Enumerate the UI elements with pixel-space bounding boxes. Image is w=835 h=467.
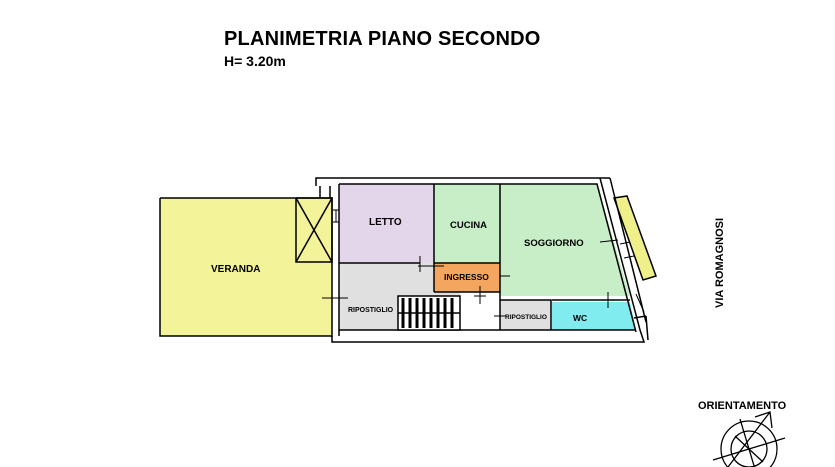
balcony [614,196,656,280]
label-letto: LETTO [369,217,402,228]
label-ripostiglio-1: RIPOSTIGLIO [348,307,394,314]
label-veranda: VERANDA [211,264,260,275]
room-ripostiglio-1 [339,263,460,330]
label-cucina: CUCINA [450,220,487,231]
inner-wall [339,183,637,333]
outer-wall [315,177,646,343]
label-ripostiglio-2: RIPOSTIGLIO [505,314,547,321]
label-soggiorno: SOGGIORNO [524,238,584,249]
room-ingresso [434,263,500,292]
room-letto [339,184,434,263]
room-soggiorno [500,184,630,296]
street-label: VIA ROMAGNOSI [714,218,726,308]
room-ripostiglio-2 [500,300,551,330]
staircase [397,295,461,331]
page-subtitle: H= 3.20m [224,53,286,69]
room-veranda [160,198,332,336]
wall-ripostiglio-2 [500,299,552,330]
page-title: PLANIMETRIA PIANO SECONDO [224,28,541,50]
stair-cross-2 [295,197,333,263]
label-wc: WC [573,313,587,323]
orientation-label: ORIENTAMENTO [698,400,787,412]
label-ingresso: INGRESSO [444,272,489,282]
compass-icon [712,411,786,467]
balcony-outline [612,195,657,281]
room-cucina [434,184,500,263]
room-wc [552,302,636,330]
